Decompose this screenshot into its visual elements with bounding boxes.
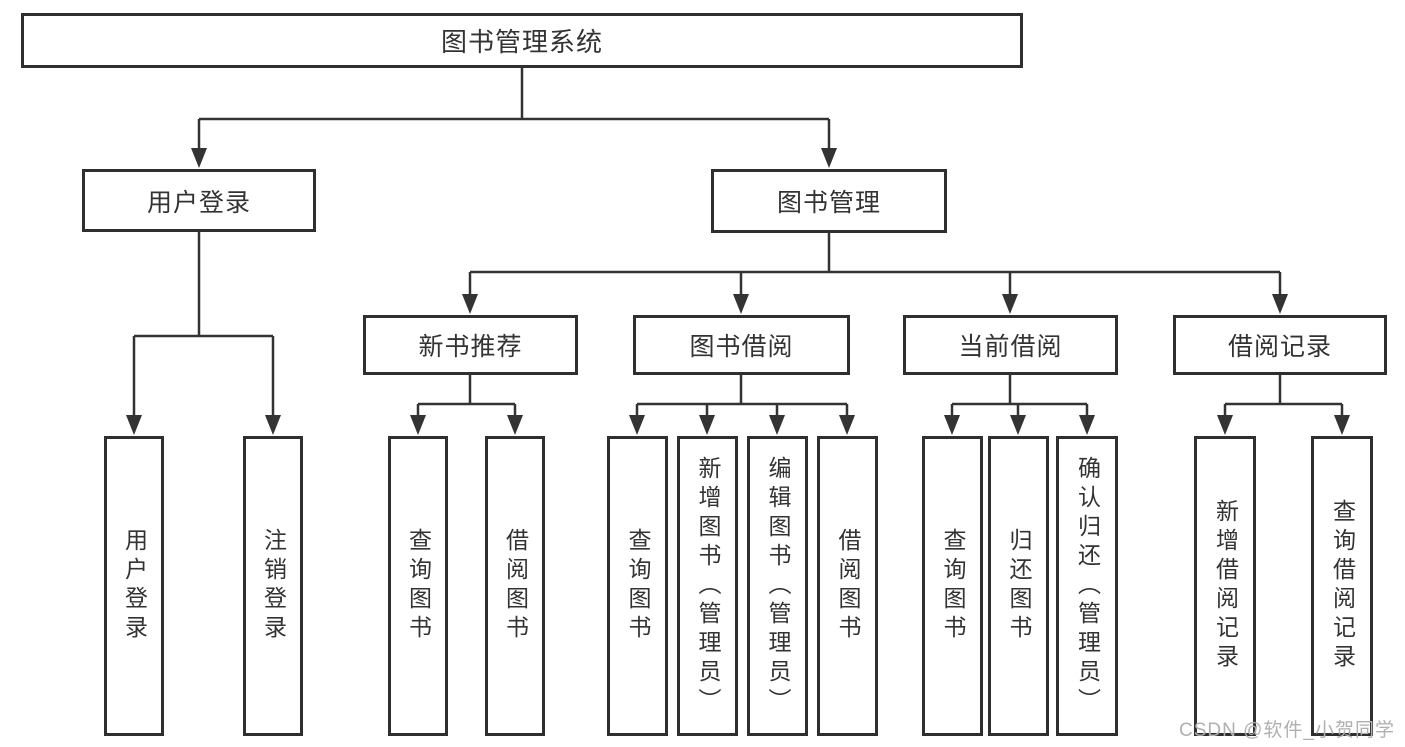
node-return-books: 归还图书: [988, 436, 1049, 736]
node-query-books-borrowing: 查询图书: [607, 436, 668, 736]
node-edit-books-admin: 编辑图书（管理员）: [747, 436, 808, 736]
node-user-login: 用户登录: [82, 169, 316, 232]
node-borrow-books-borrowing: 借阅图书: [817, 436, 878, 736]
node-new-book-recommend: 新书推荐: [363, 315, 578, 375]
node-label: 借阅图书: [502, 528, 529, 644]
node-library-system: 图书管理系统: [21, 13, 1023, 68]
node-borrow-books-recommend: 借阅图书: [485, 436, 545, 736]
node-query-books-current: 查询图书: [922, 436, 983, 736]
node-label: 当前借阅: [958, 333, 1063, 361]
node-user-login-action: 用户登录: [104, 436, 164, 736]
node-logout-action: 注销登录: [243, 436, 303, 736]
node-label: 新增图书（管理员）: [695, 455, 721, 717]
connector-lines: [132, 68, 1344, 421]
node-label: 归还图书: [1006, 528, 1032, 644]
node-query-borrow-record: 查询借阅记录: [1311, 436, 1373, 736]
node-label: 查询图书: [625, 528, 651, 644]
node-current-borrowing: 当前借阅: [903, 315, 1118, 375]
node-book-management: 图书管理: [711, 169, 947, 233]
node-label: 图书管理: [776, 189, 881, 217]
node-label: 借阅记录: [1227, 333, 1332, 361]
node-label: 新书推荐: [418, 333, 523, 361]
csdn-watermark: CSDN @软件_小贺同学: [1179, 720, 1395, 741]
node-label: 用户登录: [146, 188, 251, 217]
node-add-borrow-record: 新增借阅记录: [1194, 436, 1256, 736]
node-add-books-admin: 新增图书（管理员）: [677, 436, 738, 736]
node-label: 查询借阅记录: [1329, 499, 1356, 673]
node-label: 编辑图书（管理员）: [765, 455, 791, 717]
node-confirm-return-admin: 确认归还（管理员）: [1056, 436, 1118, 736]
node-label: 查询图书: [940, 528, 966, 644]
node-label: 确认归还（管理员）: [1074, 455, 1101, 717]
node-label: 新增借阅记录: [1212, 499, 1239, 673]
node-label: 查询图书: [405, 528, 432, 644]
node-label: 用户登录: [121, 528, 148, 644]
node-label: 借阅图书: [835, 528, 861, 644]
node-label: 图书管理系统: [440, 27, 603, 57]
node-borrowing-records: 借阅记录: [1173, 315, 1387, 375]
node-label: 注销登录: [260, 528, 287, 644]
node-label: 图书借阅: [689, 333, 794, 361]
node-book-borrowing: 图书借阅: [633, 315, 850, 375]
node-query-books-recommend: 查询图书: [388, 436, 448, 736]
